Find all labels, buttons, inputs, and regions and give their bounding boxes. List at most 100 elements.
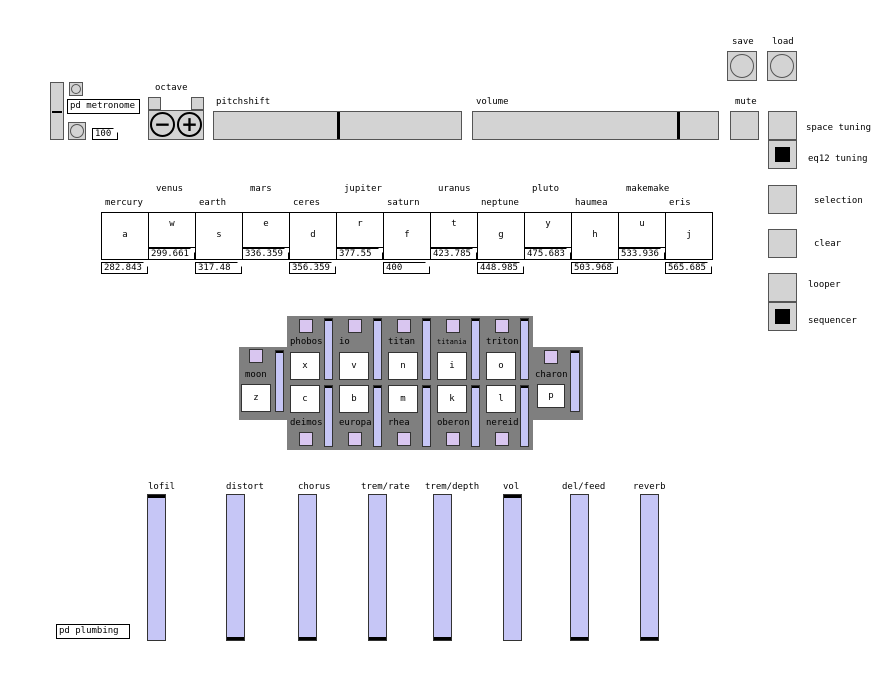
moon-volume-slider[interactable] [324, 318, 333, 380]
planet-key[interactable]: f [383, 212, 431, 260]
moon-name-label: phobos [290, 337, 323, 347]
volume-slider[interactable] [472, 111, 719, 140]
moon-volume-slider[interactable] [373, 385, 382, 447]
planet-frequency[interactable]: 503.968 [571, 262, 618, 274]
clear-toggle[interactable] [768, 229, 797, 258]
moon-bang-top[interactable] [299, 319, 313, 333]
moon-bang-bottom[interactable] [397, 432, 411, 446]
metronome-slider[interactable] [50, 82, 64, 140]
planet-key[interactable]: e [242, 212, 290, 248]
effect-slider[interactable] [368, 494, 387, 641]
planet-key[interactable]: r [336, 212, 384, 248]
tempo-bang[interactable] [68, 122, 86, 140]
effect-slider[interactable] [503, 494, 522, 641]
space-tuning-toggle[interactable] [768, 111, 797, 140]
moon-key[interactable]: m [388, 385, 418, 413]
moon-bang[interactable] [249, 349, 263, 363]
planet-frequency[interactable]: 356.359 [289, 262, 336, 274]
effect-slider[interactable] [433, 494, 452, 641]
moon-volume-slider[interactable] [471, 318, 480, 380]
moon-bang-bottom[interactable] [495, 432, 509, 446]
effect-slider[interactable] [640, 494, 659, 641]
planet-key[interactable]: g [477, 212, 525, 260]
planet-frequency[interactable]: 565.685 [665, 262, 712, 274]
planet-key-letter: u [639, 219, 645, 229]
charon-bang[interactable] [544, 350, 558, 364]
moon-key[interactable]: z [241, 384, 271, 412]
effect-slider[interactable] [147, 494, 166, 641]
moon-key[interactable]: c [290, 385, 320, 413]
planet-key[interactable]: s [195, 212, 243, 260]
pd-metronome-object[interactable]: pd metronome [67, 99, 140, 114]
eq12-tuning-toggle[interactable] [768, 140, 797, 169]
moon-key[interactable]: b [339, 385, 369, 413]
moon-key[interactable]: n [388, 352, 418, 380]
planet-key[interactable]: u [618, 212, 666, 248]
planet-frequency[interactable]: 423.785 [430, 248, 477, 260]
moon-bang-bottom[interactable] [348, 432, 362, 446]
planet-key[interactable]: a [101, 212, 149, 260]
octave-minus-toggle[interactable] [148, 97, 161, 110]
slider-knob [325, 319, 332, 321]
charon-key[interactable]: p [537, 384, 565, 408]
octave-up-button[interactable]: + [177, 112, 202, 137]
planet-key[interactable]: h [571, 212, 619, 260]
octave-plus-toggle[interactable] [191, 97, 204, 110]
effect-label: vol [503, 482, 520, 492]
planet-frequency[interactable]: 282.843 [101, 262, 148, 274]
planet-frequency[interactable]: 317.48 [195, 262, 242, 274]
effect-slider[interactable] [226, 494, 245, 641]
moon-bang-top[interactable] [397, 319, 411, 333]
moon-key[interactable]: x [290, 352, 320, 380]
slider-knob [472, 386, 479, 388]
planet-key[interactable]: j [665, 212, 713, 260]
planet-frequency[interactable]: 448.985 [477, 262, 524, 274]
planet-frequency[interactable]: 336.359 [242, 248, 289, 260]
moon-volume-slider[interactable] [275, 350, 284, 412]
planet-frequency[interactable]: 400 [383, 262, 430, 274]
mute-label: mute [735, 97, 757, 107]
moon-volume-slider[interactable] [520, 318, 529, 380]
save-button[interactable] [727, 51, 757, 81]
moon-volume-slider[interactable] [520, 385, 529, 447]
tempo-number[interactable]: 100 [92, 128, 118, 140]
eq12-tuning-label: eq12 tuning [808, 154, 868, 164]
planet-key-letter: d [310, 230, 316, 240]
moon-bang-top[interactable] [348, 319, 362, 333]
planet-key[interactable]: d [289, 212, 337, 260]
looper-toggle[interactable] [768, 273, 797, 302]
moon-bang-top[interactable] [446, 319, 460, 333]
load-button[interactable] [767, 51, 797, 81]
planet-frequency[interactable]: 475.683 [524, 248, 571, 260]
planet-frequency[interactable]: 299.661 [148, 248, 195, 260]
moon-key[interactable]: l [486, 385, 516, 413]
mute-toggle[interactable] [730, 111, 759, 140]
moon-volume-slider[interactable] [422, 385, 431, 447]
moon-key[interactable]: o [486, 352, 516, 380]
selection-toggle[interactable] [768, 185, 797, 214]
pd-plumbing-object[interactable]: pd plumbing [56, 624, 130, 639]
moon-bang-bottom[interactable] [299, 432, 313, 446]
moon-volume-slider[interactable] [471, 385, 480, 447]
moon-key[interactable]: v [339, 352, 369, 380]
sequencer-toggle[interactable] [768, 302, 797, 331]
moon-volume-slider[interactable] [324, 385, 333, 447]
planet-key-letter: a [122, 230, 128, 240]
planet-key[interactable]: t [430, 212, 478, 248]
moon-volume-slider[interactable] [422, 318, 431, 380]
moon-bang-bottom[interactable] [446, 432, 460, 446]
charon-volume-slider[interactable] [570, 350, 580, 412]
effect-slider[interactable] [570, 494, 589, 641]
moon-volume-slider[interactable] [373, 318, 382, 380]
effect-slider[interactable] [298, 494, 317, 641]
planet-frequency[interactable]: 533.936 [618, 248, 665, 260]
planet-key[interactable]: w [148, 212, 196, 248]
planet-frequency[interactable]: 377.55 [336, 248, 383, 260]
planet-key[interactable]: y [524, 212, 572, 248]
moon-key[interactable]: i [437, 352, 467, 380]
metronome-bang[interactable] [69, 82, 83, 96]
pitchshift-slider[interactable] [213, 111, 462, 140]
moon-bang-top[interactable] [495, 319, 509, 333]
octave-down-button[interactable]: − [150, 112, 175, 137]
moon-key[interactable]: k [437, 385, 467, 413]
